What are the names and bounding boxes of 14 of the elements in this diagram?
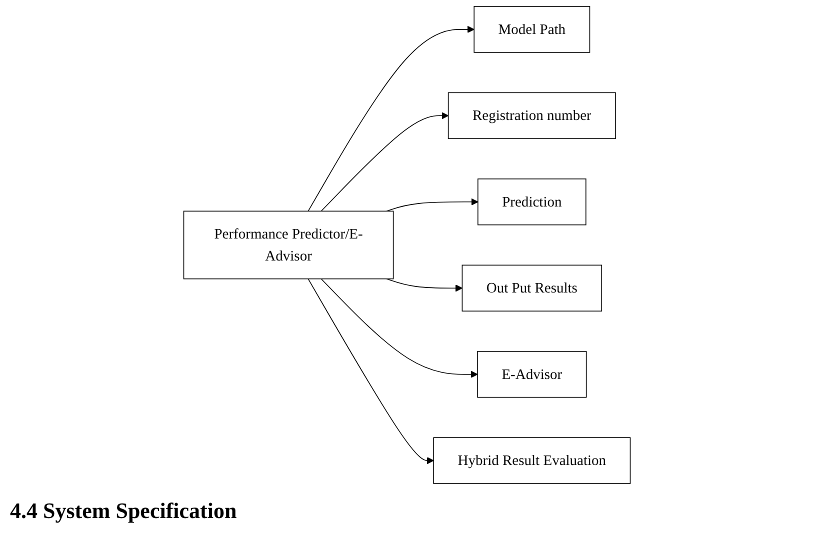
arrow <box>308 26 474 212</box>
node-box: Out Put Results <box>462 264 602 312</box>
section-heading: 4.4 System Specification <box>10 498 237 524</box>
arrow <box>308 278 434 464</box>
node-box: E-Advisor <box>477 350 587 398</box>
node-box: Performance Predictor/E-Advisor <box>183 210 394 280</box>
arrow <box>320 278 478 378</box>
node-box: Hybrid Result Evaluation <box>433 437 631 484</box>
arrow <box>386 278 463 292</box>
arrow <box>320 112 449 212</box>
node-box: Model Path <box>474 6 590 53</box>
arrow <box>386 198 478 212</box>
node-box: Registration number <box>448 92 616 140</box>
node-box: Prediction <box>478 178 586 226</box>
